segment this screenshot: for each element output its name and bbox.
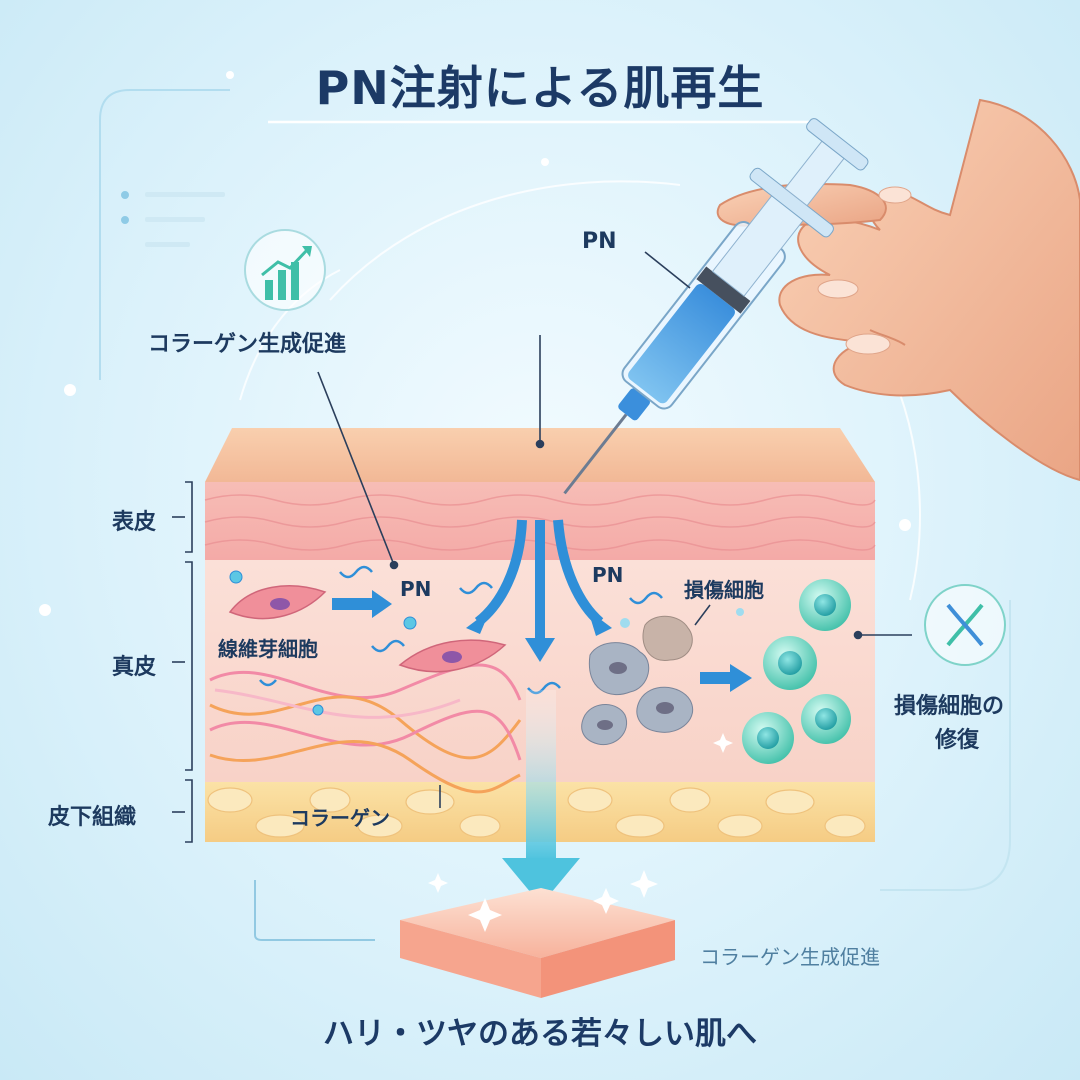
- growth-chart-icon: [244, 229, 326, 311]
- pn-particles: [229, 570, 744, 716]
- healthy-cells: [742, 579, 851, 764]
- leader-lines: [172, 251, 912, 843]
- collagen-fibers: [209, 663, 522, 794]
- sparkles: [428, 733, 733, 898]
- skin-surface: [205, 428, 875, 482]
- fat-cells: [207, 787, 866, 838]
- decorative-dots: [39, 71, 911, 616]
- pn-left-label: PN: [400, 577, 432, 601]
- collagen-promotion-bottom-label: コラーゲン生成促進: [700, 945, 880, 969]
- page-title: PN注射による肌再生: [315, 61, 765, 115]
- damaged-cell-label: 損傷細胞: [684, 578, 764, 602]
- dna-strands: [259, 565, 663, 695]
- fibroblast-label: 線維芽細胞: [218, 637, 318, 661]
- damaged-cells: [581, 615, 694, 746]
- fibroblast-cells: [228, 585, 507, 673]
- epidermis-label: 表皮: [112, 510, 157, 535]
- flow-arrows: [332, 519, 752, 692]
- result-skin-pad: [400, 888, 675, 998]
- collagen-label: コラーゲン: [290, 806, 390, 830]
- result-caption: ハリ・ツヤのある若々しい肌へ: [323, 1016, 757, 1052]
- subcutaneous-label: 皮下組織: [48, 805, 137, 830]
- result-arrow: [502, 690, 580, 905]
- repair-label-line1: 損傷細胞の: [894, 694, 1005, 719]
- pn-right-label: PN: [592, 563, 624, 587]
- repair-label-line2: 修復: [935, 728, 980, 753]
- collagen-promotion-label: コラーゲン生成促進: [148, 332, 347, 357]
- pn-syringe-label: PN: [582, 229, 617, 254]
- dermis-label: 真皮: [112, 655, 157, 680]
- syringe: [563, 118, 869, 495]
- dna-icon: [924, 584, 1006, 666]
- hand: [716, 98, 1080, 482]
